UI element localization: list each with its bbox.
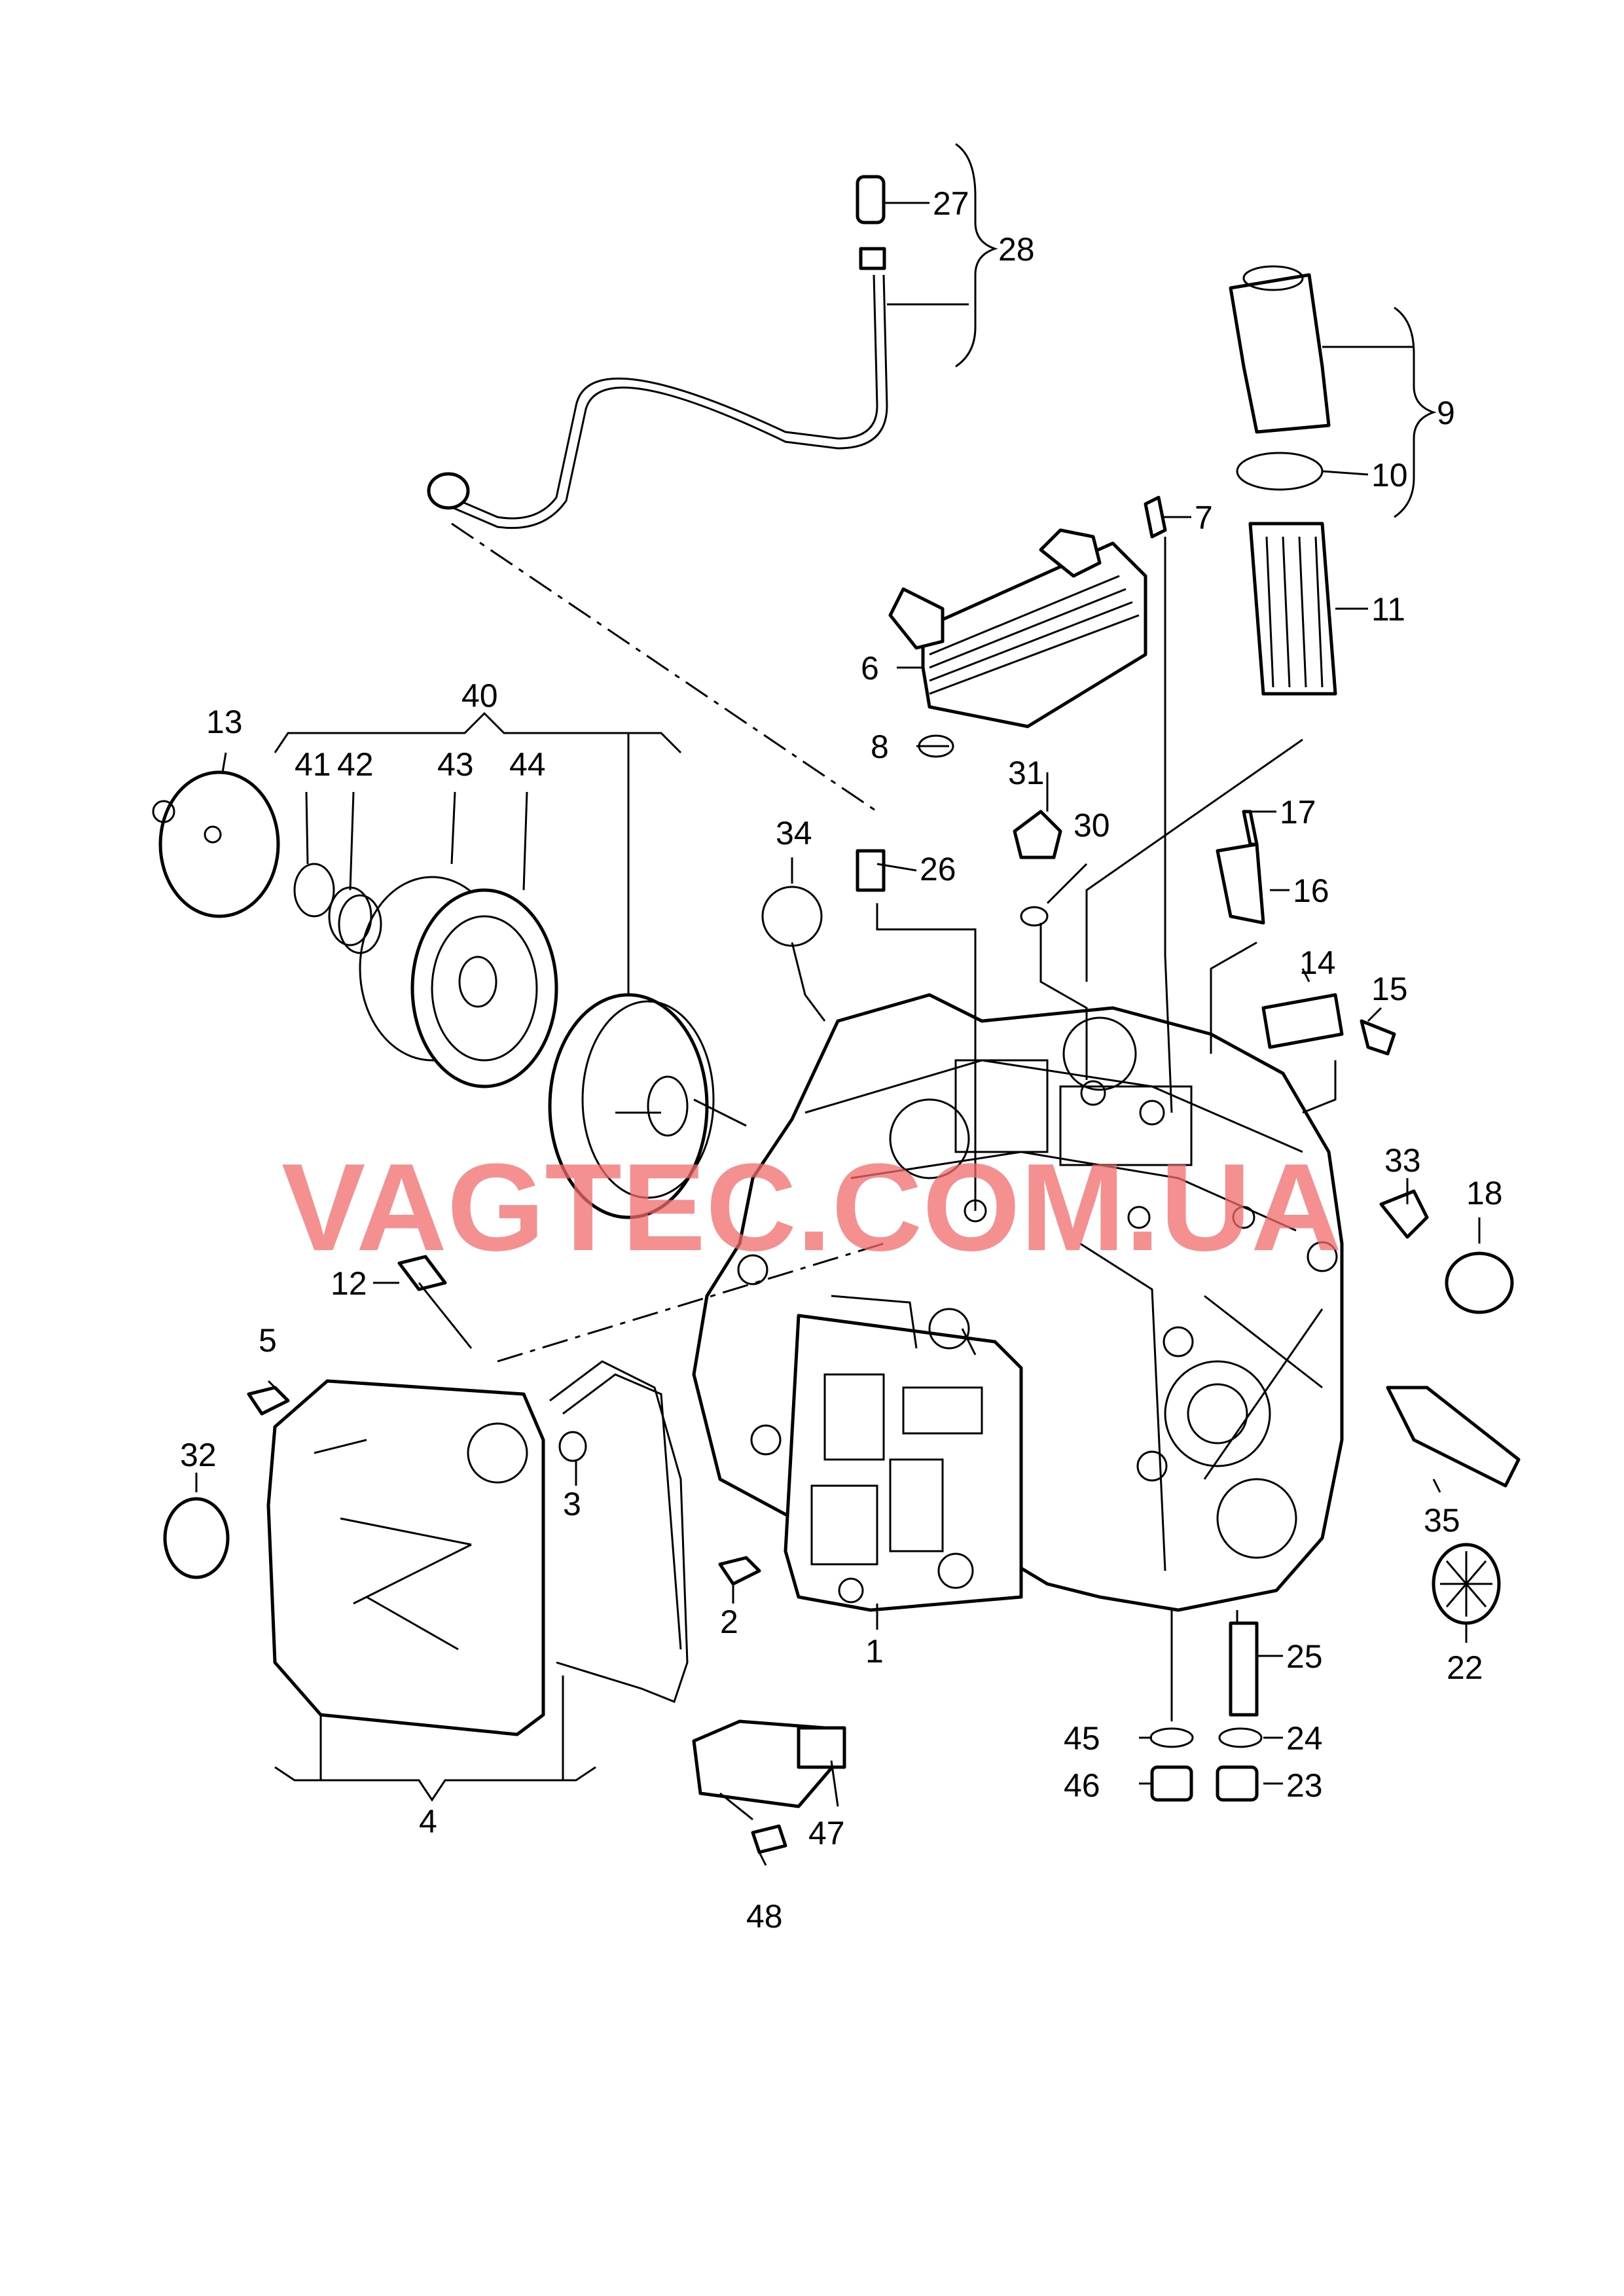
mechatronic-unit (784, 1295, 1023, 1612)
callout-41: 41 (295, 746, 331, 783)
callout-43: 43 (437, 746, 474, 783)
callout-32: 32 (180, 1437, 217, 1473)
assembly-lines (418, 522, 1337, 1721)
callout-23: 23 (1286, 1767, 1323, 1804)
callout-26: 26 (920, 851, 956, 888)
callout-7: 7 (1195, 499, 1213, 536)
callout-27: 27 (933, 185, 969, 222)
callout-34: 34 (776, 815, 812, 852)
callout-labels: 1 2 3 4 5 6 7 8 9 10 11 12 13 14 15 16 1… (180, 185, 1503, 1935)
callout-6: 6 (861, 650, 879, 687)
callout-1: 1 (865, 1633, 884, 1670)
callout-44: 44 (509, 746, 546, 783)
callout-46: 46 (1064, 1767, 1100, 1804)
callout-18: 18 (1466, 1175, 1503, 1211)
callout-8: 8 (871, 728, 889, 765)
callout-25: 25 (1286, 1638, 1323, 1675)
filter-housing (1229, 265, 1337, 696)
callout-16: 16 (1293, 872, 1329, 909)
callout-42: 42 (337, 746, 374, 783)
callout-15: 15 (1371, 971, 1408, 1007)
callout-14: 14 (1299, 944, 1336, 981)
callout-48: 48 (746, 1898, 783, 1935)
callout-31: 31 (1008, 755, 1045, 791)
callout-22: 22 (1447, 1649, 1483, 1686)
callout-13: 13 (206, 704, 243, 740)
callout-5: 5 (259, 1322, 277, 1359)
callout-12: 12 (331, 1265, 367, 1302)
callout-9: 9 (1437, 395, 1455, 431)
callout-3: 3 (563, 1486, 581, 1522)
callout-47: 47 (808, 1815, 845, 1852)
callout-11: 11 (1371, 591, 1405, 628)
small-parts (163, 495, 1521, 1854)
breather-hose (427, 175, 888, 529)
callout-30: 30 (1074, 807, 1110, 844)
oil-pan (266, 1360, 689, 1736)
callout-28: 28 (998, 231, 1035, 268)
callout-35: 35 (1424, 1502, 1460, 1539)
callout-2: 2 (720, 1604, 738, 1640)
leader-lines (195, 143, 1481, 1866)
callout-17: 17 (1280, 794, 1316, 831)
callout-24: 24 (1286, 1720, 1323, 1757)
callout-10: 10 (1371, 457, 1408, 493)
callout-45: 45 (1064, 1720, 1100, 1757)
callout-33: 33 (1384, 1142, 1421, 1179)
oil-cooler (888, 528, 1147, 758)
watermark: VAGTEC.COM.UA (281, 1138, 1342, 1277)
callout-40: 40 (461, 677, 498, 714)
callout-4: 4 (419, 1803, 437, 1840)
